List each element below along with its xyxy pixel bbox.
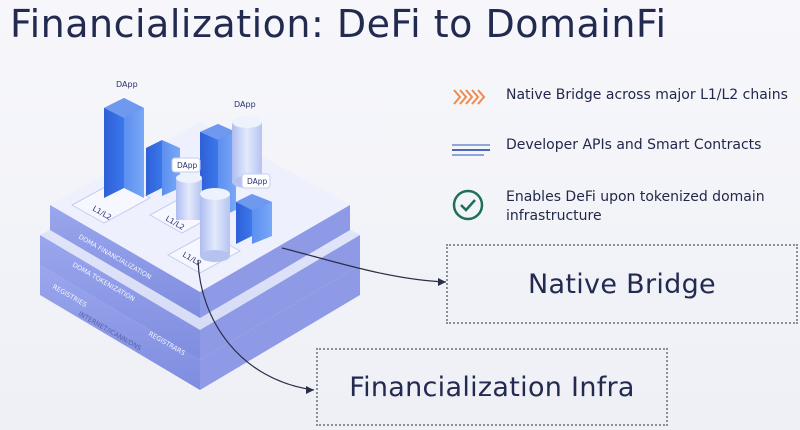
dapp-tower-short [146,140,180,196]
slide-title: Financialization: DeFi to DomainFi [10,2,667,46]
platform-diagram: DOMA FINANCIALIZATION DOMA TOKENIZATION … [40,80,447,394]
dapp-tag-3: DApp [171,157,201,173]
feature-native-bridge: Native Bridge across major L1/L2 chains [448,82,788,112]
feature-enables-defi: Enables DeFi upon tokenized domain infra… [448,188,786,226]
native-bridge-box: Native Bridge [446,244,798,324]
orange-chevrons-icon [453,89,486,105]
connector-to-financialization-infra [197,259,315,391]
blue-lines-icon [452,144,490,156]
dapp-tower-front [236,194,272,244]
dapp-tag-4: DApp [241,173,271,189]
dapp-tower-tall [104,98,144,198]
dapp-label-2: DApp [234,100,256,109]
cylinder-mid [176,173,202,220]
green-check-circle-icon [452,189,484,221]
feature-developer-apis: Developer APIs and Smart Contracts [448,134,761,164]
cylinder-front [200,188,230,262]
connector-to-native-bridge [281,247,447,283]
feature-text: Developer APIs and Smart Contracts [506,137,762,153]
svg-text:DApp: DApp [247,177,268,186]
financialization-infra-box: Financialization Infra [316,348,668,426]
svg-text:DApp: DApp [177,161,198,170]
feature-text: Native Bridge across major L1/L2 chains [506,87,788,103]
arrowhead-native-bridge [438,278,446,286]
arrowhead-financialization-infra [306,386,314,394]
feature-text: Enables DeFi upon tokenized domain infra… [506,189,765,224]
dapp-label-1: DApp [116,80,138,89]
